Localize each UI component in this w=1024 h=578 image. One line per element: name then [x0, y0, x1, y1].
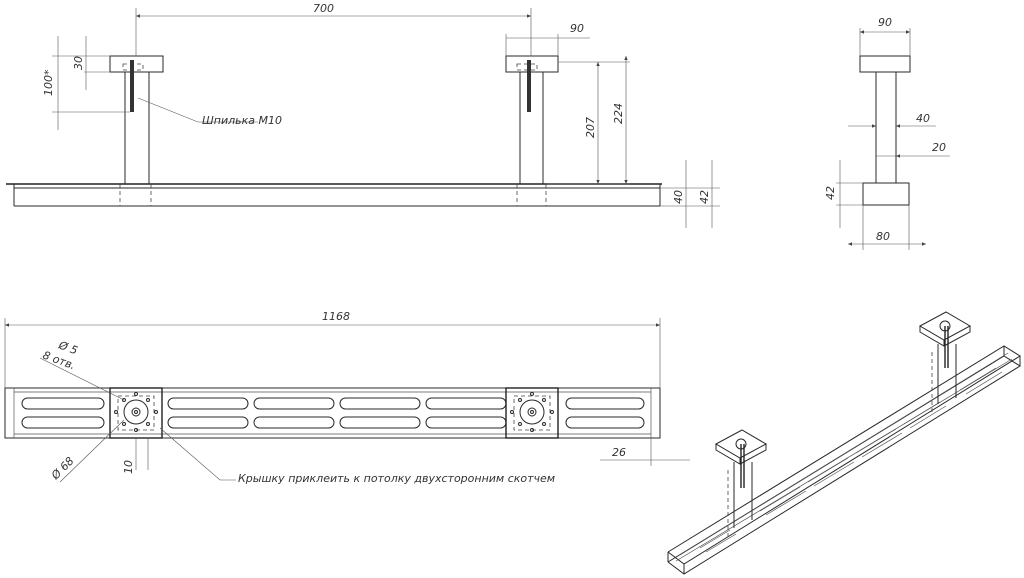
dim-26: 26: [612, 446, 626, 459]
isometric-view: [667, 311, 1021, 575]
dim-224: 224: [612, 103, 625, 124]
right-stud: [527, 60, 531, 112]
iso-left-support: [714, 429, 768, 540]
side-dim-42: 42: [824, 186, 837, 200]
side-view: 90 40 20 42 80: [824, 16, 950, 250]
dim-30: 30: [72, 56, 85, 70]
top-left-cap: [109, 387, 163, 439]
dim-42: 42: [698, 190, 711, 204]
right-cap-plate: [505, 55, 559, 73]
dim-90-front: 90: [570, 22, 584, 35]
front-view: 700 90 30 100* Шпилька М10 207 224 40 42: [6, 2, 720, 228]
stud-label: Шпилька М10: [202, 114, 282, 127]
left-stud: [130, 60, 134, 112]
dim-700: 700: [313, 2, 334, 15]
side-cap: [859, 55, 911, 73]
top-right-cap: [505, 387, 559, 439]
top-view: 1168 Ø 5 8 отв. Ø 68 10 Крышку приклеить…: [4, 310, 690, 485]
dim-40: 40: [672, 190, 685, 204]
side-dim-90: 90: [878, 16, 892, 29]
side-dim-80: 80: [876, 230, 890, 243]
dim-100: 100*: [42, 69, 55, 96]
cover-note: Крышку приклеить к потолку двухсторонним…: [238, 472, 555, 485]
dim-ring-68: Ø 68: [48, 454, 76, 482]
side-channel: [862, 182, 910, 206]
top-channel: [4, 387, 661, 439]
iso-right-support: [918, 311, 972, 414]
dim-hole-d5: Ø 5: [56, 338, 79, 357]
side-dim-40: 40: [916, 112, 930, 125]
iso-slots: [699, 367, 1003, 553]
side-dim-20: 20: [932, 141, 946, 154]
left-cap-plate: [109, 55, 164, 73]
dim-1168: 1168: [322, 310, 350, 323]
dim-10: 10: [122, 460, 135, 474]
dim-207: 207: [584, 117, 597, 138]
